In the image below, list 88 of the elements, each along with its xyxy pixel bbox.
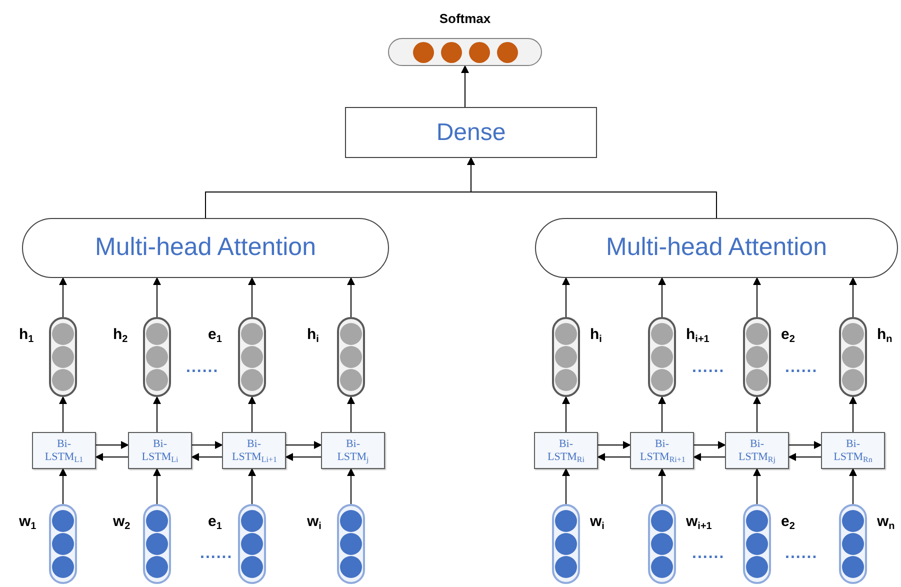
vector-label: e$_{2}$ <box>781 513 795 531</box>
vector-label: h$_{n}$ <box>877 326 892 344</box>
arrow <box>192 441 223 449</box>
arrow <box>658 277 666 318</box>
arrow <box>694 441 726 449</box>
vector-label: h$_{2}$ <box>113 326 128 344</box>
attention-layer-box: Multi-head Attention <box>22 218 389 278</box>
vector-column <box>743 317 771 397</box>
bilstm-box: Bi- LSTM$_{L1}$ <box>32 432 96 469</box>
vector-label: h$_{i}$ <box>590 326 602 344</box>
arrow <box>562 396 570 432</box>
arrow <box>461 65 469 108</box>
arrow <box>153 396 161 432</box>
arrow <box>597 453 630 461</box>
arrow <box>95 453 128 461</box>
arrow <box>598 441 631 449</box>
arrow <box>562 468 570 504</box>
arrow <box>849 277 857 318</box>
arrow <box>96 441 129 449</box>
vector-column <box>648 504 676 584</box>
bilstm-box: Bi- LSTM$_{Li+1}$ <box>222 432 286 469</box>
attention-layer-box: Multi-head Attention <box>535 218 898 278</box>
dense-layer-box: Dense <box>345 107 597 158</box>
arrow <box>562 277 570 318</box>
bilstm-box: Bi- LSTM$_{Rj}$ <box>725 432 789 469</box>
arrow <box>59 396 67 432</box>
vector-column <box>238 317 266 397</box>
vector-label: w$_{n}$ <box>877 513 895 531</box>
arrow <box>753 468 761 504</box>
arrow <box>285 453 322 461</box>
ellipsis-mark: ...... <box>785 546 818 562</box>
vector-column <box>337 317 365 397</box>
arrow <box>693 453 726 461</box>
arrow <box>347 396 355 432</box>
vector-column <box>552 317 580 397</box>
ellipsis-mark: ...... <box>186 360 219 376</box>
arrow <box>658 396 666 432</box>
vector-column <box>238 504 266 584</box>
arrow <box>248 396 256 432</box>
vector-label: w$_{i}$ <box>307 513 322 531</box>
vector-column <box>743 504 771 584</box>
bilstm-box: Bi- LSTM$_{Ri+1}$ <box>630 432 694 469</box>
ellipsis-mark: ...... <box>692 360 725 376</box>
arrow <box>59 468 67 504</box>
vector-label: w$_{i}$ <box>590 513 604 531</box>
vector-label: w$_{1}$ <box>19 513 36 531</box>
arrow <box>248 277 256 318</box>
vector-column <box>839 504 867 584</box>
arrow <box>347 277 355 318</box>
vector-column <box>143 317 171 397</box>
arrow <box>849 396 857 432</box>
vector-column <box>337 504 365 584</box>
arrow <box>248 468 256 504</box>
vector-label: w$_{2}$ <box>113 513 130 531</box>
ellipsis-mark: ...... <box>200 546 233 562</box>
arrow <box>788 441 822 449</box>
vector-column <box>49 504 77 584</box>
vector-label: w$_{i+1}$ <box>686 513 712 531</box>
bilstm-box: Bi- LSTM$_{Rn}$ <box>821 432 885 469</box>
vector-column <box>49 317 77 397</box>
vector-label: e$_{1}$ <box>208 513 222 531</box>
arrow <box>849 468 857 504</box>
arrow <box>347 468 355 504</box>
vector-column <box>648 317 676 397</box>
arrow <box>59 277 67 318</box>
arrow <box>467 157 717 218</box>
vector-label: h$_{1}$ <box>19 326 34 344</box>
arrow <box>153 277 161 318</box>
vector-label: h$_{i+1}$ <box>686 326 710 344</box>
bilstm-box: Bi- LSTM$_{Ri}$ <box>534 432 598 469</box>
arrow <box>658 468 666 504</box>
arrow <box>788 453 822 461</box>
vector-label: h$_{i}$ <box>307 326 319 344</box>
arrow <box>191 453 222 461</box>
ellipsis-mark: ...... <box>692 546 725 562</box>
ellipsis-mark: ...... <box>785 360 818 376</box>
vector-column <box>143 504 171 584</box>
arrow <box>286 441 322 449</box>
arrow <box>753 396 761 432</box>
layer-heading: Softmax <box>439 10 491 28</box>
vector-label: e$_{2}$ <box>781 326 795 344</box>
arrow <box>753 277 761 318</box>
vector-label: e$_{1}$ <box>208 326 222 344</box>
bilstm-box: Bi- LSTM$_{j}$ <box>321 432 385 469</box>
vector-column <box>552 504 580 584</box>
arrow <box>153 468 161 504</box>
vector-column <box>839 317 867 397</box>
bilstm-box: Bi- LSTM$_{Li}$ <box>128 432 192 469</box>
